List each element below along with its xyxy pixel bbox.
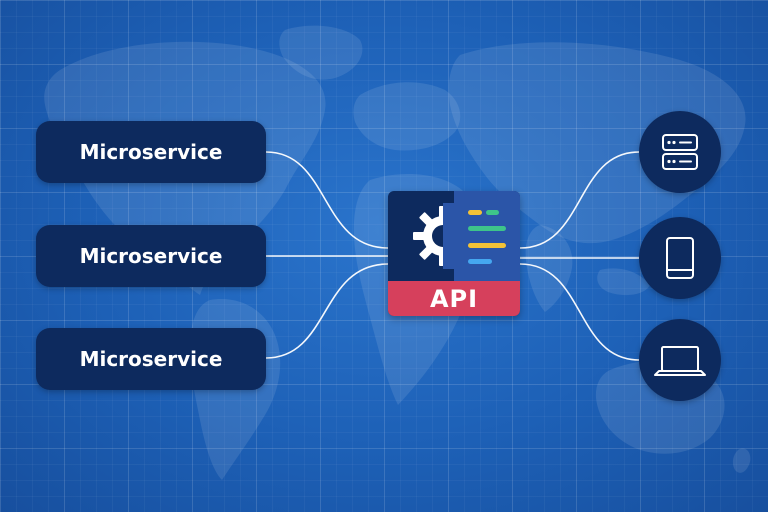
device-server [639,111,721,193]
gear-icon [413,203,476,269]
microservice-node-2: Microservice [36,225,266,287]
api-label-banner: API [388,281,520,316]
microservice-label: Microservice [79,244,223,268]
api-label: API [429,284,479,313]
device-laptop [639,319,721,401]
microservice-label: Microservice [79,140,223,164]
microservice-node-3: Microservice [36,328,266,390]
connector-microservice-3 [265,263,389,359]
microservice-label: Microservice [79,347,223,371]
laptop-icon [654,346,706,376]
connector-device-3 [519,263,640,361]
code-line-bar [468,210,482,215]
code-line-bar [468,226,506,231]
connector-microservice-1 [265,151,389,249]
microservice-node-1: Microservice [36,121,266,183]
tablet-icon [666,237,694,279]
code-line-bar [468,243,506,248]
api-gateway: API [388,191,520,316]
server-icon [662,134,698,170]
code-line-bar [468,259,492,264]
code-line-bar [486,210,499,215]
connector-device-1 [519,151,640,249]
device-tablet [639,217,721,299]
